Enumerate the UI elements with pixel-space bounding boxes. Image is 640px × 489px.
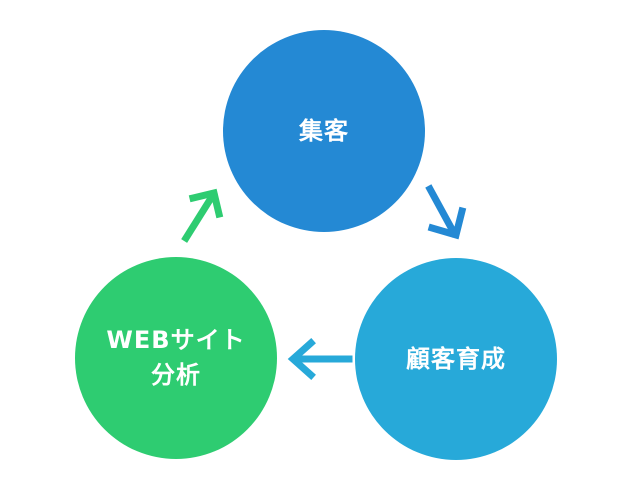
arrow-left-to-top-icon [181, 188, 224, 243]
node-customer-acquisition-label: 集客 [299, 116, 349, 145]
node-website-analysis-label-line1: WEBサイト [106, 326, 246, 355]
arrow-top-to-right-shape [425, 184, 467, 240]
arrow-right-to-left-icon [287, 338, 353, 380]
node-customer-acquisition: 集客 [223, 30, 425, 232]
arrow-top-to-right-icon [425, 184, 467, 240]
node-website-analysis: WEBサイト 分析 [75, 257, 277, 459]
arrow-left-to-top-shape [181, 188, 224, 243]
node-customer-nurturing: 顧客育成 [355, 258, 557, 460]
arrow-right-to-left-shape [287, 338, 353, 380]
node-customer-nurturing-label: 顧客育成 [406, 344, 506, 373]
node-website-analysis-label-line2: 分析 [150, 361, 201, 389]
